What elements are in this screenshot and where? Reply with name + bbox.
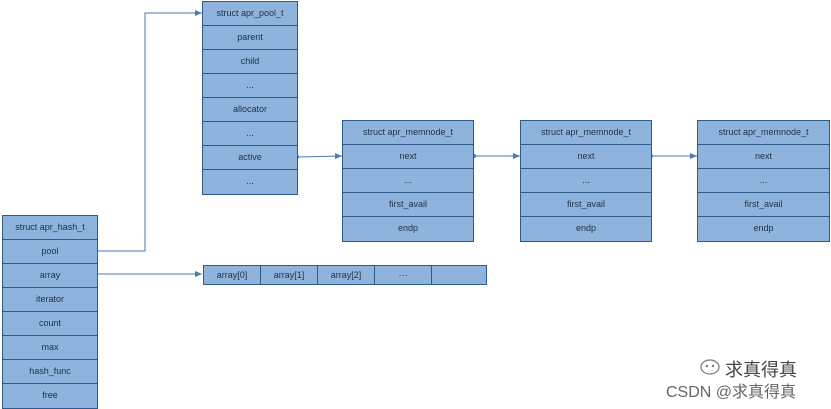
array-cell-0: array[0] [204,266,261,284]
hash-struct-title: struct apr_hash_t [3,216,97,240]
memnode-3-title: struct apr_memnode_t [698,121,829,145]
pool-field-ellipsis-2: ... [203,122,297,146]
memnode-3-field-endp: endp [753,223,774,233]
pool-field-ellipsis-3: ... [246,176,254,186]
memnode-1-field-next: next [343,145,473,169]
hash-field-pool: pool [3,240,97,264]
wechat-logo-icon [700,359,720,375]
memnode-struct-1: struct apr_memnode_t next ... first_avai… [342,120,474,242]
watermark-top: 求真得真 [725,360,797,380]
pool-field-allocator: allocator [203,98,297,122]
memnode-3-field-ellipsis: ... [698,169,829,193]
memnode-3-field-first-avail: first_avail [698,193,829,217]
arrow-pool-to-pool-struct [97,10,202,252]
arrow-active-to-memnode-1 [296,153,343,160]
hash-array-row: array[0] array[1] array[2] ··· [203,265,487,285]
pool-struct-title: struct apr_pool_t [203,2,297,26]
array-cell-empty [432,266,486,284]
pool-field-parent: parent [203,26,297,50]
hash-field-count: count [3,312,97,336]
hash-field-free: free [42,390,58,400]
array-cell-1: array[1] [261,266,318,284]
memnode-2-field-next: next [521,145,651,169]
memnode-2-field-endp: endp [575,223,597,233]
memnode-1-field-first-avail: first_avail [343,193,473,217]
array-cell-ellipsis: ··· [375,266,432,284]
memnode-struct-2: struct apr_memnode_t next ... first_avai… [520,120,652,242]
hash-field-iterator: iterator [3,288,97,312]
watermark-bottom: CSDN @求真得真 [666,384,797,401]
memnode-2-title: struct apr_memnode_t [521,121,651,145]
memnode-1-field-endp: endp [397,223,419,233]
array-cell-2: array[2] [318,266,375,284]
memnode-struct-3: struct apr_memnode_t next ... first_avai… [697,120,830,242]
hash-field-max: max [3,336,97,360]
hash-field-hash-func: hash_func [3,360,97,384]
memnode-2-field-ellipsis: ... [521,169,651,193]
memnode-3-field-next: next [698,145,829,169]
memnode-2-field-first-avail: first_avail [521,193,651,217]
pool-field-child: child [203,50,297,74]
apr-pool-struct: struct apr_pool_t parent child ... alloc… [202,1,298,195]
memnode-1-title: struct apr_memnode_t [343,121,473,145]
pool-field-ellipsis-1: ... [203,74,297,98]
hash-field-array: array [3,264,97,288]
pool-field-active: active [203,146,297,170]
apr-hash-struct: struct apr_hash_t pool array iterator co… [2,215,98,409]
memnode-1-field-ellipsis: ... [343,169,473,193]
